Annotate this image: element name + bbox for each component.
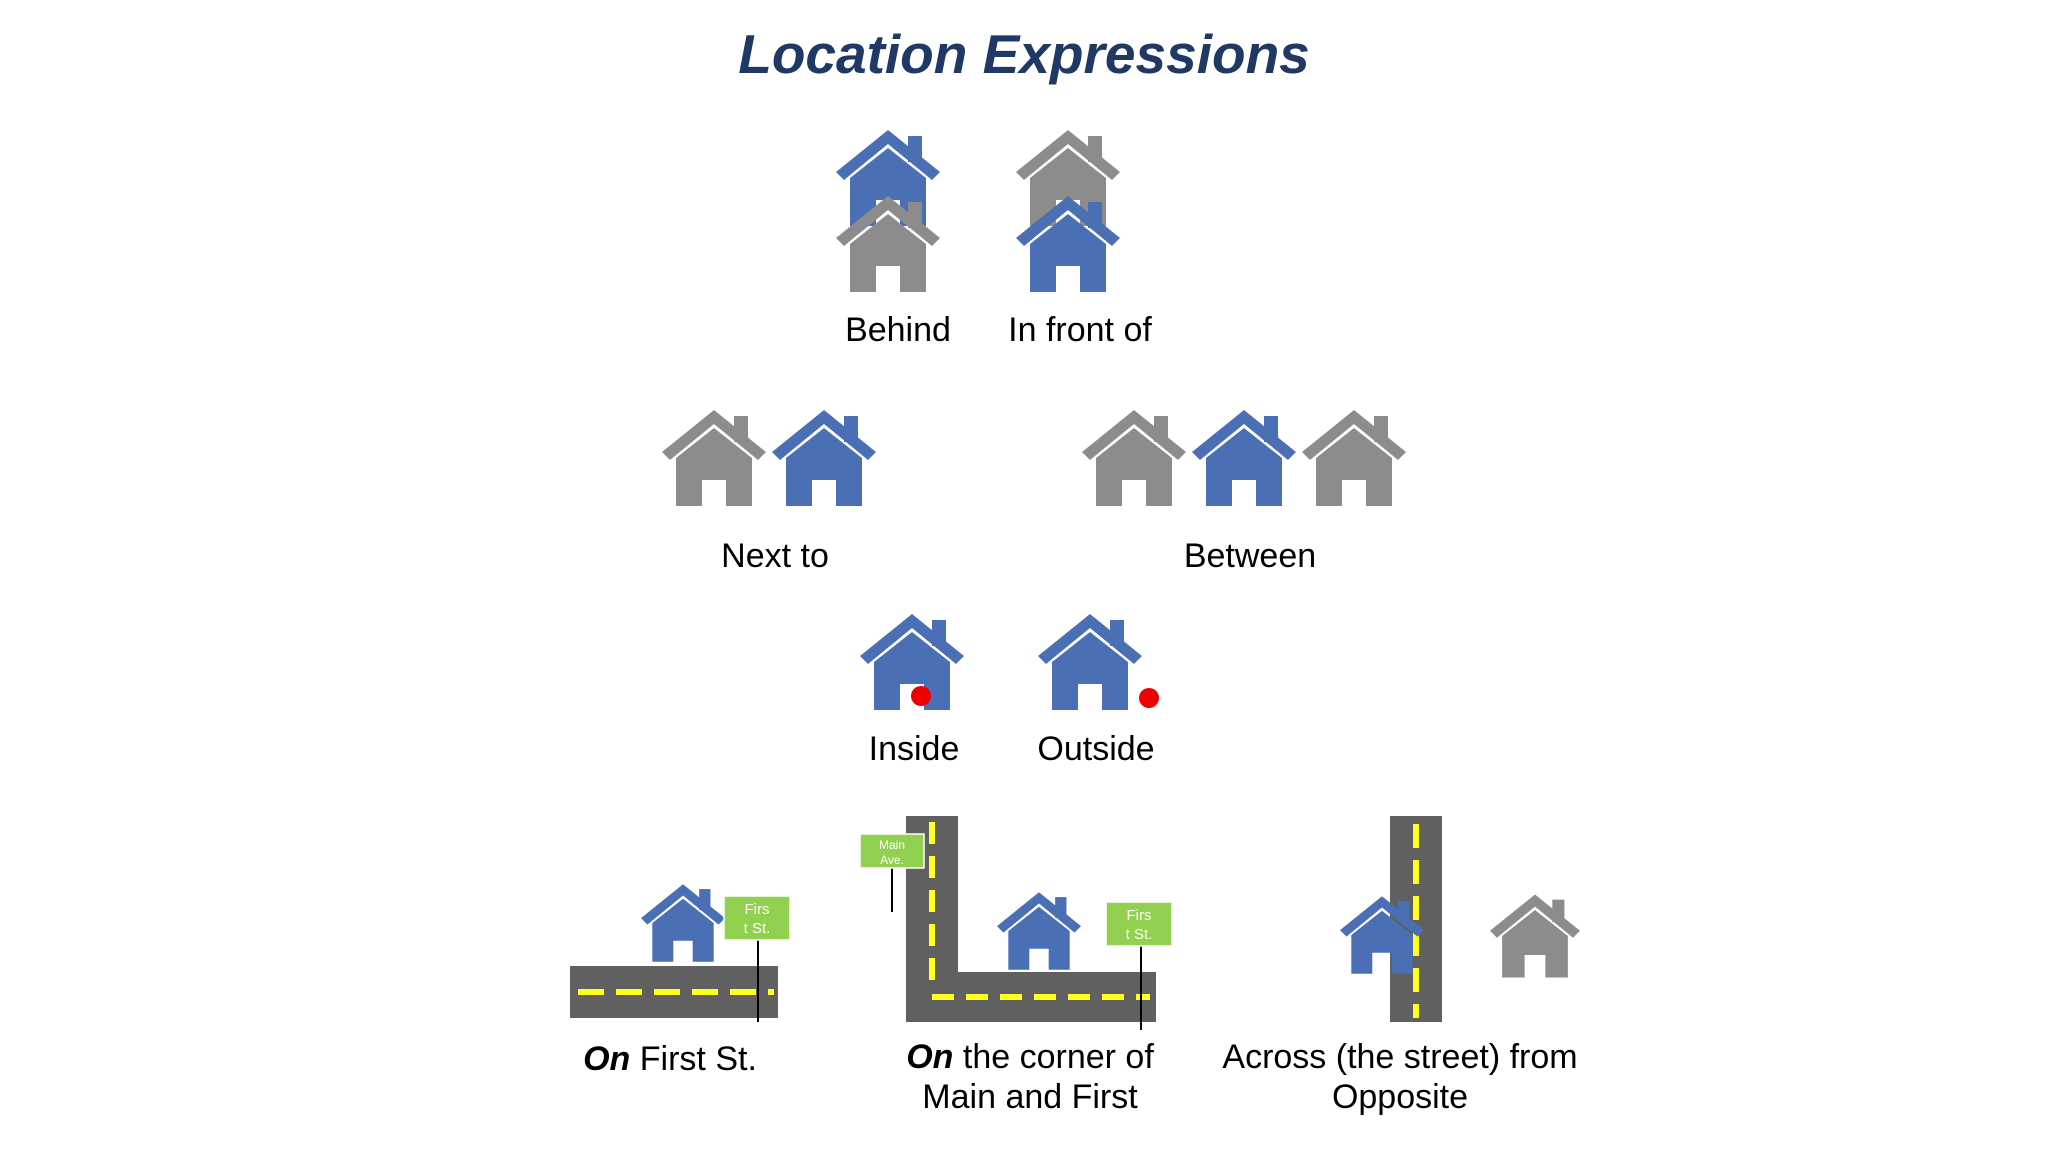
house-icon-target	[641, 884, 725, 962]
label-outside: Outside	[1037, 730, 1155, 768]
dot-icon	[911, 686, 931, 706]
street-sign-text-line2: t St.	[1126, 926, 1153, 943]
label-across-line2: Opposite	[1331, 1078, 1469, 1116]
label-next-to: Next to	[721, 537, 829, 575]
house-icon-other	[1490, 894, 1580, 978]
street-sign-text-line2: t St.	[744, 920, 771, 937]
label-behind: Behind	[845, 311, 951, 349]
page-title: Location Expressions	[738, 23, 1310, 85]
label-keyword: On	[583, 1040, 631, 1078]
between-illustration	[1082, 410, 1406, 506]
label-inside: Inside	[868, 730, 960, 768]
street-sign	[723, 895, 791, 941]
outside-illustration	[1038, 614, 1159, 710]
dot-icon	[1139, 688, 1159, 708]
house-icon-other	[1016, 130, 1120, 226]
on-first-st-illustration: Firs t St.	[570, 884, 791, 1022]
house-icon-other	[662, 410, 766, 506]
house-icon-target	[772, 410, 876, 506]
street-sign	[859, 833, 925, 869]
street-sign-text-line1: Main	[879, 838, 905, 852]
street-sign-text-line2: Ave.	[880, 853, 904, 867]
house-icon-target	[836, 130, 940, 226]
house-icon-target	[997, 892, 1081, 970]
house-icon-other	[1302, 410, 1406, 506]
behind-illustration	[836, 130, 940, 292]
house-icon-other	[1082, 410, 1186, 506]
across-illustration	[1340, 816, 1580, 1022]
house-icon-target	[1038, 614, 1142, 710]
house-icon-target	[1192, 410, 1296, 506]
label-across: Across (the street) from Opposite	[1210, 1037, 1590, 1117]
label-corner-line2: Main and First	[922, 1078, 1138, 1116]
label-corner: On the corner of Main and First	[880, 1037, 1180, 1117]
corner-illustration: Main Ave. Firs t St.	[859, 816, 1173, 1030]
street-sign-text-line1: Firs	[745, 901, 770, 918]
label-corner-line1: On the corner of	[880, 1037, 1180, 1077]
next-to-illustration	[662, 410, 876, 506]
label-rest: the corner of	[962, 1038, 1154, 1076]
label-keyword: On	[906, 1038, 954, 1076]
street-sign	[1105, 901, 1173, 947]
label-across-line1: Across (the street) from	[1222, 1038, 1578, 1076]
label-between: Between	[1183, 537, 1317, 575]
street-sign-text-line1: Firs	[1127, 907, 1152, 924]
label-rest: First St.	[639, 1040, 757, 1078]
inside-illustration	[860, 614, 964, 710]
in-front-of-illustration	[1016, 130, 1120, 292]
label-on-first-st: On First St.	[560, 1039, 780, 1079]
label-in-front-of: In front of	[1008, 311, 1152, 349]
